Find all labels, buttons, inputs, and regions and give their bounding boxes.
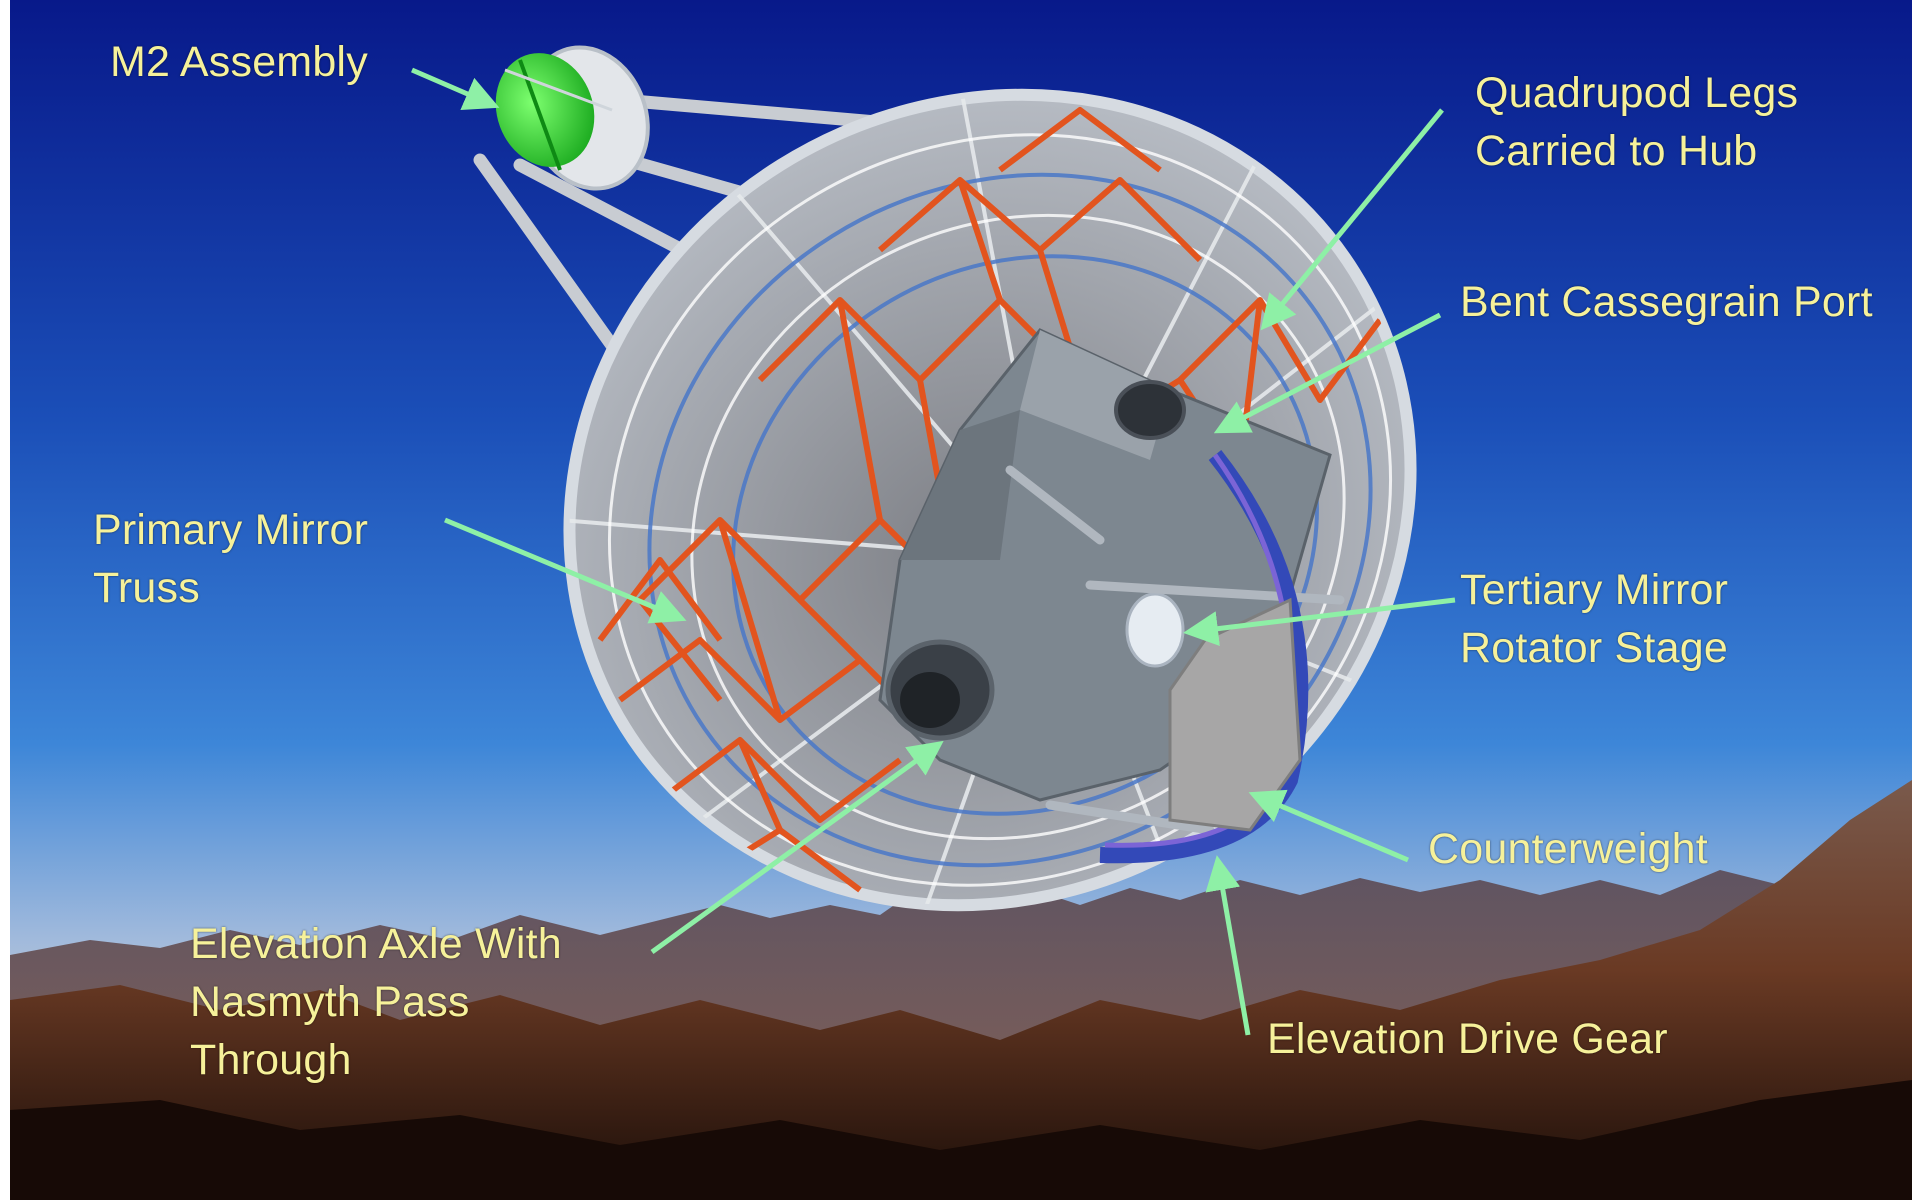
arrow-quadrupod-legs — [1260, 108, 1444, 331]
counterweight-assembly — [1099, 450, 1309, 864]
label-bent-cassegrain-port: Bent Cassegrain Port — [1460, 273, 1873, 331]
arrow-elevation-axle — [650, 740, 944, 955]
label-m2-assembly: M2 Assembly — [110, 33, 368, 91]
label-elevation-drive-gear: Elevation Drive Gear — [1267, 1010, 1668, 1068]
right-white-margin — [1912, 0, 1931, 1200]
left-white-margin — [0, 0, 10, 1200]
label-elevation-axle: Elevation Axle With Nasmyth Pass Through — [190, 915, 562, 1089]
label-line: Elevation Axle With — [190, 920, 562, 968]
m2-assembly-shape — [495, 45, 650, 191]
arrow-primary-mirror-truss — [444, 517, 687, 624]
label-counterweight: Counterweight — [1428, 820, 1708, 878]
label-quadrupod-legs: Quadrupod Legs Carried to Hub — [1475, 64, 1798, 180]
label-line: Counterweight — [1428, 825, 1708, 873]
cassegrain-port — [1114, 380, 1186, 440]
leader-arrows — [411, 67, 1456, 1036]
label-line: Truss — [93, 564, 200, 612]
label-tertiary-mirror: Tertiary Mirror Rotator Stage — [1460, 561, 1728, 677]
label-line: Tertiary Mirror — [1460, 566, 1729, 614]
label-line: Rotator Stage — [1460, 624, 1728, 672]
tertiary-mirror — [1125, 592, 1185, 668]
label-line: Primary Mirror — [93, 506, 369, 554]
foreground-ridge — [10, 1080, 1912, 1200]
label-line: Through — [190, 1036, 352, 1084]
label-line: Elevation Drive Gear — [1267, 1015, 1668, 1063]
label-line: Carried to Hub — [1475, 127, 1758, 175]
arrow-tertiary-mirror — [1183, 597, 1456, 647]
label-line: Bent Cassegrain Port — [1460, 278, 1873, 326]
label-primary-mirror-truss: Primary Mirror Truss — [93, 501, 368, 617]
arrow-counterweight — [1248, 789, 1409, 863]
label-line: M2 Assembly — [110, 38, 368, 86]
counterweight-block — [1168, 597, 1302, 832]
arrow-bent-cassegrain-port — [1213, 312, 1442, 434]
arrow-elevation-drive-gear — [1205, 855, 1251, 1036]
label-line: Nasmyth Pass — [190, 978, 470, 1026]
label-line: Quadrupod Legs — [1475, 69, 1799, 117]
near-terrain — [10, 780, 1912, 1200]
arrow-m2-assembly — [411, 67, 500, 110]
